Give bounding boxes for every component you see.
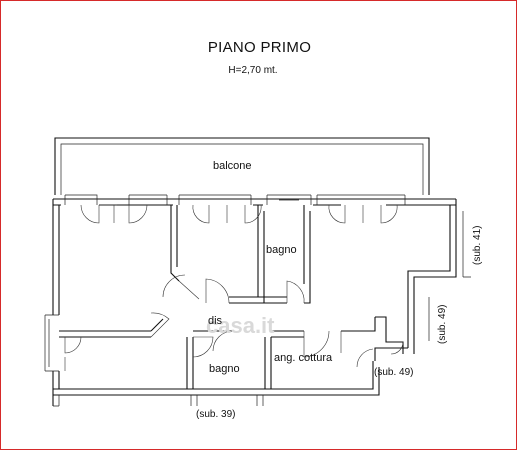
- plan-title: PIANO PRIMO: [207, 39, 312, 56]
- room-label-bagno-lower: bagno: [209, 363, 240, 375]
- room-label-ang-cottura: ang. cottura: [274, 352, 333, 364]
- interior-walls: [59, 205, 376, 389]
- neighbor-label-sub49-vertical: (sub. 49): [437, 305, 448, 344]
- neighbor-label-sub41: (sub. 41): [472, 226, 483, 265]
- neighbor-label-sub39: (sub. 39): [196, 409, 235, 420]
- room-label-balcone: balcone: [213, 160, 252, 172]
- door-swings: [64, 204, 404, 371]
- balcony-outline: [54, 137, 430, 195]
- neighbor-boundaries: [428, 211, 471, 341]
- ceiling-height: H=2,70 mt.: [228, 65, 278, 76]
- exterior-walls: [52, 198, 457, 407]
- room-label-bagno-upper: bagno: [266, 244, 297, 256]
- watermark: casa.it: [206, 313, 275, 338]
- windows: [44, 194, 406, 372]
- neighbor-label-sub49: (sub. 49): [374, 367, 413, 378]
- room-label-dis: dis: [208, 315, 223, 327]
